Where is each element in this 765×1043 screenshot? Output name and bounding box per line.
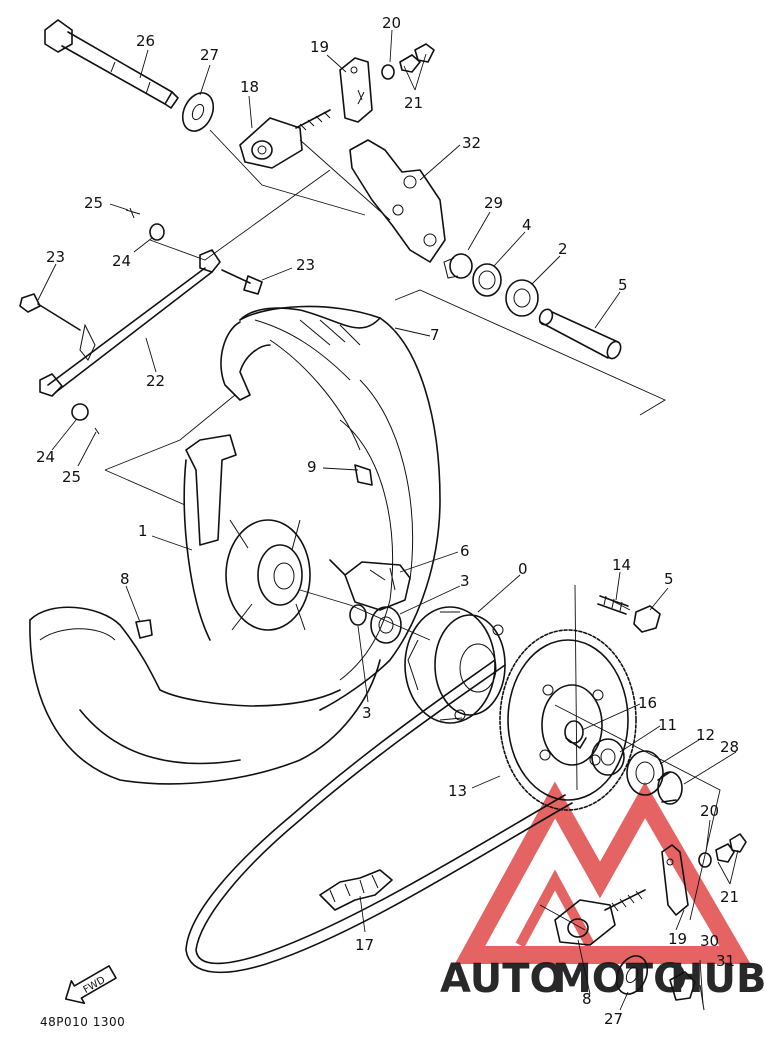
torque-rod-assembly — [19, 207, 263, 435]
callout-28: 28 — [720, 738, 739, 756]
spacer-tube — [538, 308, 622, 360]
adjuster-plate-right — [661, 844, 689, 916]
callout-19: 19 — [668, 930, 687, 948]
nut-set-top — [381, 43, 435, 80]
washer-right — [615, 955, 649, 995]
tire-valve — [354, 464, 373, 486]
collar-28 — [657, 771, 683, 805]
watermark-text: AUTO MOTO HUB — [440, 956, 765, 1002]
callout-3: 3 — [460, 572, 470, 590]
callout-18: 18 — [240, 78, 259, 96]
drive-chain — [185, 659, 573, 974]
bearing-11 — [591, 738, 625, 776]
watermark-auto: AUTO — [440, 956, 564, 1002]
callout-16: 16 — [638, 694, 657, 712]
forward-arrow: FWD — [64, 965, 117, 1005]
forward-label: FWD — [82, 975, 108, 996]
callout-14: 14 — [612, 556, 631, 574]
callout-1: 1 — [138, 522, 148, 540]
callout-24: 24 — [36, 448, 55, 466]
callout-19: 19 — [310, 38, 329, 56]
wheel-bearing-3a — [349, 604, 367, 626]
collar-16 — [564, 720, 587, 749]
watermark-hub: HUB — [670, 956, 765, 1002]
balance-weight-left — [135, 619, 153, 639]
callout-31: 31 — [716, 952, 735, 970]
sprocket-hub — [404, 606, 506, 724]
watermark-moto: MOTO — [552, 956, 687, 1002]
rear-sprocket — [499, 629, 637, 811]
cotter-nut-30-31 — [669, 971, 705, 1011]
collar-29 — [443, 253, 473, 279]
callout-25: 25 — [84, 194, 103, 212]
callout-3: 3 — [362, 704, 372, 722]
callout-26: 26 — [136, 32, 155, 50]
adjuster-plate-top — [339, 57, 373, 123]
sprocket-stud — [597, 595, 629, 615]
callout-29: 29 — [484, 194, 503, 212]
leader-lines — [37, 29, 739, 1011]
callout-24: 24 — [112, 252, 131, 270]
guide-lines — [104, 129, 721, 1006]
callout-5: 5 — [618, 276, 628, 294]
callout-13: 13 — [448, 782, 467, 800]
callout-8: 8 — [120, 570, 130, 588]
bearing-2 — [505, 279, 539, 317]
callout-17: 17 — [355, 936, 374, 954]
callout-23: 23 — [296, 256, 315, 274]
watermark-logo — [454, 781, 751, 964]
callout-11: 11 — [658, 716, 677, 734]
hub-damper — [344, 561, 411, 611]
oil-seal-12 — [626, 750, 664, 796]
callout-27: 27 — [200, 46, 219, 64]
chain-adjuster-right — [554, 889, 646, 946]
callout-2: 2 — [558, 240, 568, 258]
callout-23: 23 — [46, 248, 65, 266]
callout-25: 25 — [62, 468, 81, 486]
callout-20: 20 — [700, 802, 719, 820]
callout-6: 6 — [460, 542, 470, 560]
rear-wheel — [29, 434, 381, 785]
callout-10: 0 — [518, 560, 528, 578]
sprocket-nut — [633, 605, 661, 633]
nut-set-right — [698, 833, 747, 868]
callout-9: 9 — [307, 458, 317, 476]
callouts: 26 27 18 19 20 21 32 29 4 2 5 7 25 24 23… — [36, 14, 739, 1028]
caliper-bracket — [349, 139, 446, 263]
rear-tire — [220, 305, 441, 711]
chain-adjuster-left — [239, 109, 331, 169]
callout-21: 21 — [404, 94, 423, 112]
callout-32: 32 — [462, 134, 481, 152]
callout-4: 4 — [522, 216, 532, 234]
oil-seal-4 — [472, 263, 502, 297]
callout-27: 27 — [604, 1010, 623, 1028]
washer-top — [181, 92, 215, 132]
callout-30: 30 — [700, 932, 719, 950]
wheel-bearing-3b — [370, 606, 402, 644]
diagram-code: 48P010 1300 — [40, 1015, 125, 1029]
callout-21: 21 — [720, 888, 739, 906]
callout-5: 5 — [664, 570, 674, 588]
callout-22: 22 — [146, 372, 165, 390]
callout-20: 20 — [382, 14, 401, 32]
callout-8: 8 — [582, 990, 592, 1008]
callout-12: 12 — [696, 726, 715, 744]
axle-bolt — [44, 19, 179, 109]
callout-7: 7 — [430, 326, 440, 344]
